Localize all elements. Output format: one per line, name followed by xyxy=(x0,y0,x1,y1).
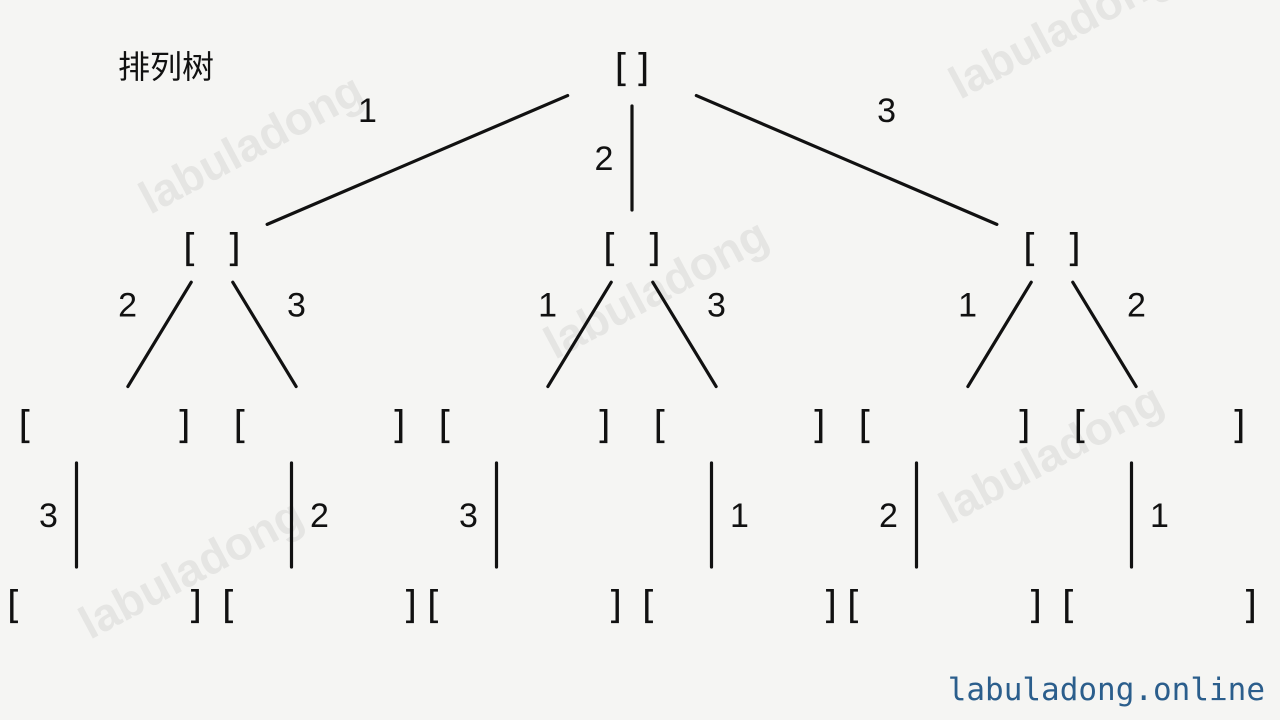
site-url: labuladong.online xyxy=(948,672,1265,708)
watermark-text: labuladong xyxy=(940,0,1181,109)
tree-node-2-2-1: [ ] xyxy=(637,583,843,627)
edge-label-3-1: 1 xyxy=(958,286,977,324)
edge-label-1-1-1: 3 xyxy=(39,497,58,535)
tree-node-1-1: [ ] xyxy=(13,403,196,447)
tree-node-1-2: [ ] xyxy=(228,403,411,447)
edge-label-1-2-1: 2 xyxy=(310,497,329,535)
edge-label-1-2: 3 xyxy=(287,286,306,324)
watermark-text: labuladong xyxy=(130,63,371,224)
page-title: 排列树 xyxy=(118,48,214,86)
edge-label-3-2-1: 1 xyxy=(1150,497,1169,535)
tree-node-1-1-1: [ ] xyxy=(2,583,208,627)
tree-edge-1 xyxy=(265,93,570,226)
tree-node-2-1: [ ] xyxy=(433,403,616,447)
tree-node-3: [ ] xyxy=(1018,226,1087,270)
tree-node-3-2: [ ] xyxy=(1068,403,1251,447)
edge-label-2: 2 xyxy=(595,140,614,178)
watermark-layer: labuladonglabuladonglabuladonglabuladong… xyxy=(70,0,1181,649)
tree-node-1: [ ] xyxy=(178,226,247,270)
node-layer: [][ ][ ][ ][ ][ ][ ][ ][ ][ ][ ][ ][ ][ … xyxy=(2,46,1263,627)
edge-label-2-2: 3 xyxy=(707,286,726,324)
tree-edge-2-1 xyxy=(546,280,613,389)
tree-edge-2-2 xyxy=(651,280,718,389)
tree-node-1-2-1: [ ] xyxy=(217,583,423,627)
tree-edge-3-2 xyxy=(1071,280,1138,389)
tree-node-2-2: [ ] xyxy=(648,403,831,447)
edge-label-3-2: 2 xyxy=(1127,286,1146,324)
edge-layer xyxy=(74,93,1138,569)
tree-edge-3 xyxy=(694,93,999,226)
tree-node-2: [ ] xyxy=(598,226,667,270)
tree-node-3-2-1: [ ] xyxy=(1057,583,1263,627)
tree-edge-3-1 xyxy=(966,280,1033,389)
edge-label-1-1: 2 xyxy=(118,286,137,324)
watermark-text: labuladong xyxy=(930,373,1171,534)
edge-label-3: 3 xyxy=(877,92,896,130)
tree-node-root: [] xyxy=(609,46,655,90)
edge-label-3-1-1: 2 xyxy=(879,497,898,535)
edge-label-2-1-1: 3 xyxy=(459,497,478,535)
tree-edge-1-2 xyxy=(231,280,298,389)
tree-node-3-1-1: [ ] xyxy=(842,583,1048,627)
tree-edge-1-1 xyxy=(126,280,193,389)
edge-label-2-1: 1 xyxy=(538,286,557,324)
edge-label-2-2-1: 1 xyxy=(730,497,749,535)
edge-label-1: 1 xyxy=(358,92,377,130)
label-layer: 1 2 3 3 2 2 1 3 3 1 3 1 2 2 1 xyxy=(39,92,1169,535)
tree-node-2-1-1: [ ] xyxy=(422,583,628,627)
tree-node-3-1: [ ] xyxy=(853,403,1036,447)
